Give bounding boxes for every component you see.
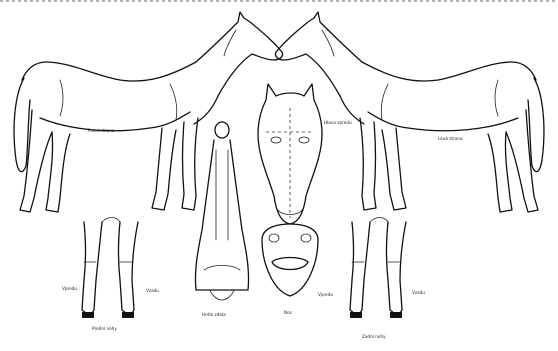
left-legs-view	[82, 218, 138, 319]
left-horse-outline	[14, 12, 282, 212]
right-legs-view	[350, 218, 406, 319]
under-neck-label: Hrdlo zdola	[202, 312, 226, 317]
right-legs-caption: Zadní nohy	[362, 334, 386, 339]
right-legs-back-label: Vzadu	[412, 290, 425, 295]
under-neck-view	[195, 122, 248, 300]
head-label: Hlava zpredu	[324, 120, 352, 125]
right-side-label: Levá strana	[438, 136, 463, 141]
nose-view	[262, 224, 318, 296]
left-legs-back-label: Vzadu	[146, 288, 159, 293]
nose-label: Nos	[284, 310, 292, 315]
right-legs-front-label: Vpredu	[318, 292, 333, 297]
right-horse-outline	[275, 12, 543, 212]
left-side-label: Pravá strana	[88, 128, 115, 133]
left-legs-caption: Prední nohy	[92, 326, 117, 331]
left-legs-front-label: Vpredu	[62, 286, 77, 291]
head-front-view	[258, 84, 322, 224]
